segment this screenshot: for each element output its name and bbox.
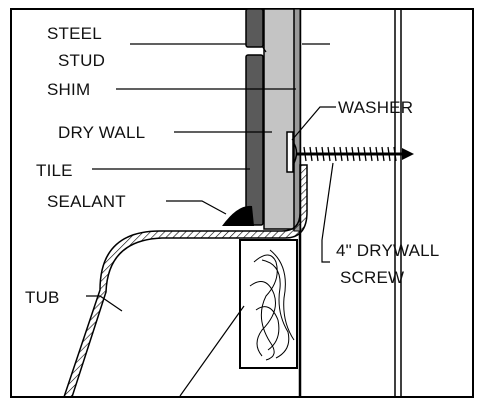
leader-support-block — [179, 305, 245, 397]
leader-sealant — [166, 200, 227, 215]
tile-piece-lower — [245, 54, 264, 226]
leader-washer — [291, 106, 336, 141]
label-dry-wall: DRY WALL — [58, 123, 145, 142]
label-steel: STEEL — [47, 24, 102, 43]
leader-tub — [86, 295, 123, 312]
leader-screw — [321, 162, 334, 263]
label-shim: SHIM — [47, 80, 90, 99]
shim-strip — [293, 8, 301, 232]
label-tub: TUB — [25, 288, 60, 307]
label-sealant: SEALANT — [47, 192, 126, 211]
tub-wall-section — [62, 164, 308, 398]
label-stud: STUD — [58, 51, 105, 70]
label-screw-line2: SCREW — [340, 268, 404, 287]
screw-threads — [303, 146, 397, 162]
tile-joint-mark — [261, 45, 267, 53]
wood-grain — [249, 249, 295, 361]
support-block — [239, 239, 298, 369]
label-washer: WASHER — [338, 98, 413, 117]
screw-head — [292, 141, 298, 166]
screw-tip — [402, 148, 414, 160]
sealant-bead — [222, 205, 254, 226]
label-tile: TILE — [36, 161, 73, 180]
label-screw-line1: 4" DRYWALL — [336, 241, 439, 260]
washer — [286, 131, 294, 173]
drywall-panel — [263, 8, 295, 230]
tile-piece-upper — [245, 8, 264, 48]
